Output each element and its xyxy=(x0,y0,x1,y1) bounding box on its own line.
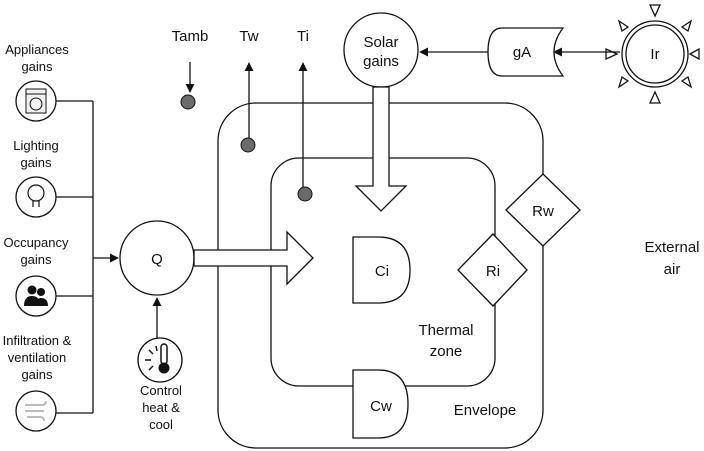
control-label-3: cool xyxy=(149,417,173,432)
wind-icon xyxy=(15,390,57,432)
ti-label: Ti xyxy=(297,28,309,45)
solar-line1: Solar xyxy=(363,34,398,51)
control-label-2: heat & xyxy=(142,400,180,415)
ti-sensor xyxy=(297,186,313,202)
sun-icon xyxy=(605,4,700,104)
tamb-sensor xyxy=(180,94,196,110)
people-icon xyxy=(15,275,57,317)
q-flow-arrow xyxy=(193,230,314,286)
infiltration-label-2: ventilation xyxy=(8,350,67,365)
ci-capacitor xyxy=(352,236,411,304)
appliances-label-1: Appliances xyxy=(5,42,69,57)
ri-resistor xyxy=(457,233,528,307)
rw-resistor xyxy=(505,173,581,247)
lighting-label-2: gains xyxy=(20,155,52,170)
ga-label: gA xyxy=(513,44,531,61)
ir-label: Ir xyxy=(650,46,659,63)
ri-label: Ri xyxy=(486,263,500,280)
infiltration-label-1: Infiltration & xyxy=(3,333,72,348)
envelope-label: Envelope xyxy=(454,402,517,419)
solar-line2: gains xyxy=(363,53,399,70)
control-label-1: Control xyxy=(140,383,182,398)
occupancy-label-1: Occupancy xyxy=(3,235,69,250)
appliances-label-2: gains xyxy=(21,59,53,74)
rw-label: Rw xyxy=(532,203,554,220)
solar-flow-arrow xyxy=(354,86,408,212)
thermal-zone-label-2: zone xyxy=(430,343,463,360)
washing-machine-icon xyxy=(15,80,57,122)
occupancy-label-2: gains xyxy=(20,252,52,267)
ci-label: Ci xyxy=(375,263,389,280)
infiltration-label-3: gains xyxy=(21,367,53,382)
external-air-label-2: air xyxy=(664,261,681,278)
thermal-zone-label-1: Thermal xyxy=(418,322,473,339)
external-air-label-1: External xyxy=(644,239,699,256)
tw-sensor xyxy=(240,137,256,153)
tamb-label: Tamb xyxy=(172,28,209,45)
q-label: Q xyxy=(151,251,163,268)
lightbulb-icon xyxy=(15,176,57,218)
lighting-label-1: Lighting xyxy=(13,138,59,153)
thermostat-icon xyxy=(137,337,183,383)
tw-label: Tw xyxy=(239,28,258,45)
cw-label: Cw xyxy=(370,398,392,415)
cw-capacitor xyxy=(352,369,409,439)
